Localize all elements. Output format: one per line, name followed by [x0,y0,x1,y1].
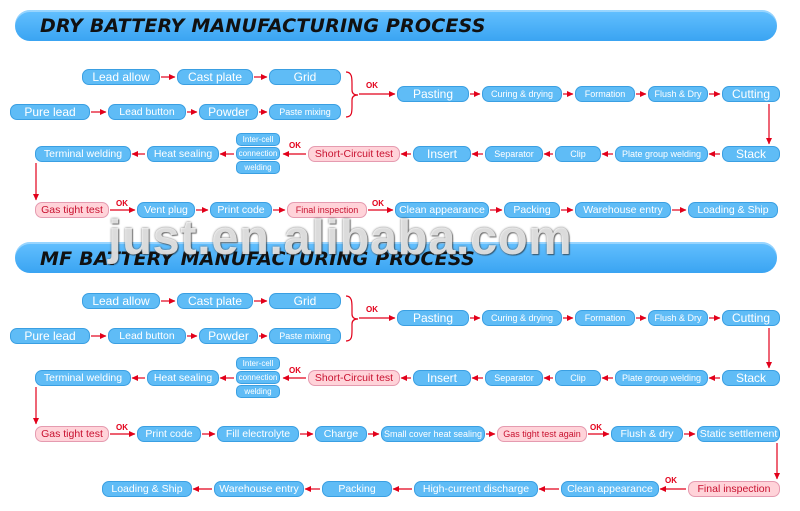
dry-step-pure-lead: Pure lead [10,104,90,120]
dry-step-curing-drying: Curing & drying [482,86,562,102]
dry-step-insert: Insert [413,146,471,162]
mf-step-charge: Charge [315,426,367,442]
mf-title: MF BATTERY MANUFACTURING PROCESS [40,248,475,270]
mf-step-pasting: Pasting [397,310,469,326]
dry-ok-label-4: OK [372,199,384,208]
mf-step-lead-button: Lead button [108,328,186,344]
dry-step-warehouse-entry: Warehouse entry [575,202,671,218]
dry-ok-label-2: OK [289,141,301,150]
mf-step-inter-cell-connection-welding: Inter-cell connection welding [236,357,280,399]
mf-step-terminal-welding: Terminal welding [35,370,131,386]
dry-ok-label-3: OK [116,199,128,208]
dry-step-stack: Stack [722,146,780,162]
dry-step-lead-button: Lead button [108,104,186,120]
dry-ok-label-1: OK [366,81,378,90]
mf-step-grid: Grid [269,293,341,309]
mf-ok-label-5: OK [665,476,677,485]
mf-ok-label-2: OK [289,366,301,375]
dry-step-cutting: Cutting [722,86,780,102]
dry-step-print-code: Print code [210,202,272,218]
mf-step-heat-sealing: Heat sealing [147,370,219,386]
mf-step-stack: Stack [722,370,780,386]
mf-ok-label-4: OK [590,423,602,432]
mf-step-flush-dry: Flush & Dry [648,310,708,326]
dry-connection-line-3: welding [236,161,280,174]
dry-step-flush-dry: Flush & Dry [648,86,708,102]
mf-step-packing: Packing [322,481,392,497]
dry-step-vent-plug: Vent plug [137,202,195,218]
mf-step-high-current-discharge: High-current discharge [414,481,538,497]
dry-title: DRY BATTERY MANUFACTURING PROCESS [40,15,486,37]
mf-merge-bracket [345,295,359,342]
dry-step-inter-cell-connection-welding: Inter-cell connection welding [236,133,280,175]
mf-connection-line-2: connection [236,371,280,384]
mf-step-plate-group-welding: Plate group welding [615,370,708,386]
mf-step-flush-and-dry: Flush & dry [611,426,683,442]
mf-step-cutting: Cutting [722,310,780,326]
mf-step-cast-plate: Cast plate [177,293,253,309]
mf-step-clip: Clip [555,370,601,386]
mf-step-pure-lead: Pure lead [10,328,90,344]
dry-step-separator: Separator [485,146,543,162]
mf-step-insert: Insert [413,370,471,386]
dry-connection-line-2: connection [236,147,280,160]
mf-step-powder: Powder [199,328,258,344]
dry-step-cast-plate: Cast plate [177,69,253,85]
dry-step-final-inspection: Final inspection [287,202,367,218]
dry-step-gas-tight-test: Gas tight test [35,202,109,218]
mf-step-curing-drying: Curing & drying [482,310,562,326]
mf-step-gas-tight-test: Gas tight test [35,426,109,442]
dry-step-paste-mixing: Paste mixing [269,104,341,120]
dry-step-plate-group-welding: Plate group welding [615,146,708,162]
mf-step-paste-mixing: Paste mixing [269,328,341,344]
mf-ok-label-1: OK [366,305,378,314]
mf-step-lead-allow: Lead allow [82,293,160,309]
dry-step-powder: Powder [199,104,258,120]
dry-step-clip: Clip [555,146,601,162]
mf-step-static-settlement: Static settlement [697,426,780,442]
mf-step-warehouse-entry: Warehouse entry [214,481,304,497]
watermark: just.en.alibaba.com [108,211,573,265]
mf-step-final-inspection: Final inspection [688,481,780,497]
dry-connection-line-1: Inter-cell [236,133,280,146]
mf-step-small-cover-heat-sealing: Small cover heat sealing [381,426,485,442]
mf-title-banner [15,242,777,273]
mf-connection-line-3: welding [236,385,280,398]
dry-step-terminal-welding: Terminal welding [35,146,131,162]
dry-step-pasting: Pasting [397,86,469,102]
mf-step-formation: Formation [575,310,635,326]
mf-connection-line-1: Inter-cell [236,357,280,370]
dry-step-formation: Formation [575,86,635,102]
dry-title-banner [15,10,777,41]
dry-step-packing: Packing [504,202,560,218]
mf-step-fill-electrolyte: Fill electrolyte [217,426,299,442]
dry-step-loading-ship: Loading & Ship [688,202,778,218]
dry-step-heat-sealing: Heat sealing [147,146,219,162]
dry-step-lead-allow: Lead allow [82,69,160,85]
mf-step-print-code: Print code [137,426,201,442]
dry-step-grid: Grid [269,69,341,85]
dry-merge-bracket [345,71,359,118]
mf-step-separator: Separator [485,370,543,386]
mf-step-clean-appearance: Clean appearance [561,481,659,497]
mf-step-gas-tight-test-again: Gas tight test again [497,426,587,442]
dry-step-short-circuit-test: Short-Circuit test [308,146,400,162]
mf-step-loading-ship: Loading & Ship [102,481,192,497]
dry-step-clean-appearance: Clean appearance [395,202,489,218]
mf-step-short-circuit-test: Short-Circuit test [308,370,400,386]
mf-ok-label-3: OK [116,423,128,432]
